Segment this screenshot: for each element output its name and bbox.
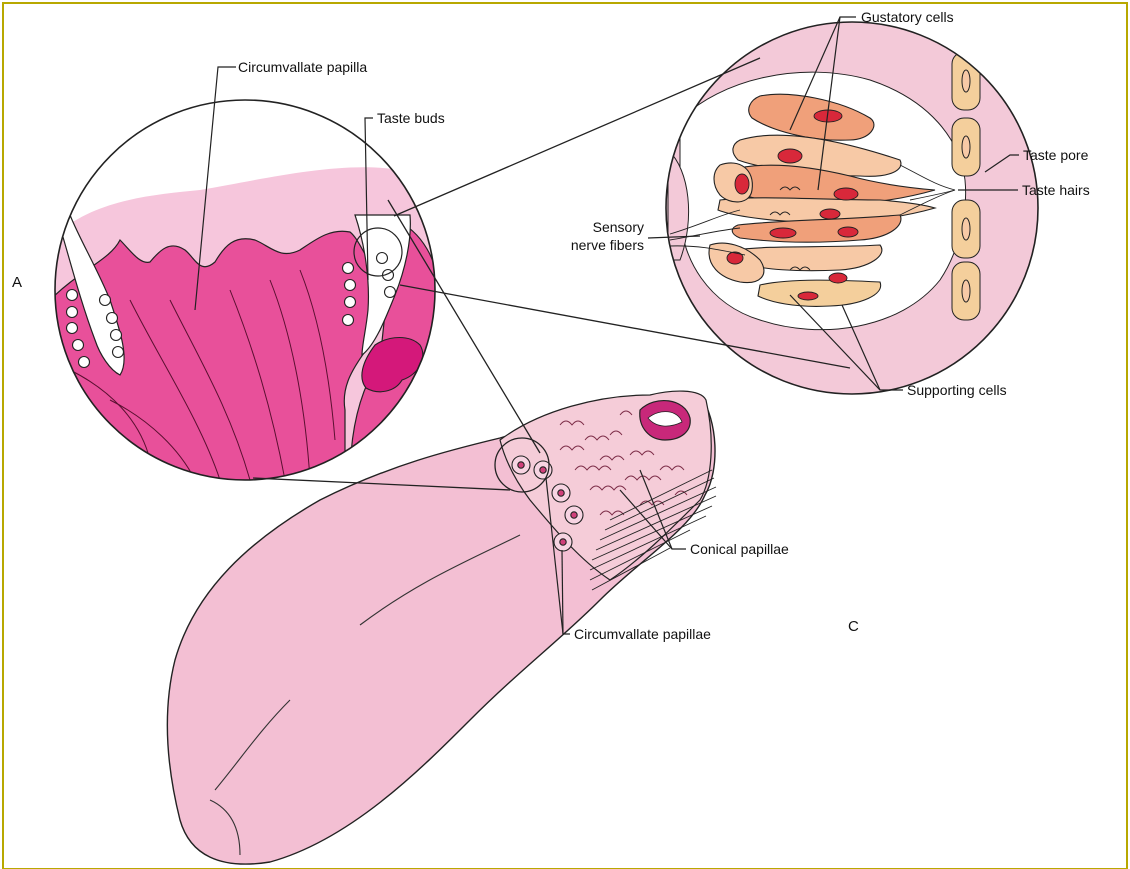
- label-conical-papillae: Conical papillae: [690, 541, 789, 557]
- panel-label-a: A: [12, 275, 22, 291]
- label-sensory-line1: Sensory: [560, 219, 644, 235]
- papilla-magnified-view: [50, 100, 440, 480]
- papilla-tissue: [50, 231, 380, 480]
- label-circumvallate-papillae: Circumvallate papillae: [574, 626, 711, 642]
- label-supporting-cells: Supporting cells: [907, 382, 1007, 398]
- label-taste-buds: Taste buds: [377, 110, 445, 126]
- label-taste-pore: Taste pore: [1023, 147, 1088, 163]
- label-circumvallate-papilla: Circumvallate papilla: [238, 59, 367, 75]
- panel-label-c: C: [848, 619, 859, 635]
- label-sensory-line2: nerve fibers: [556, 237, 644, 253]
- label-taste-hairs: Taste hairs: [1022, 182, 1090, 198]
- label-gustatory-cells: Gustatory cells: [861, 9, 954, 25]
- taste-bud-magnified-view: [666, 22, 1038, 394]
